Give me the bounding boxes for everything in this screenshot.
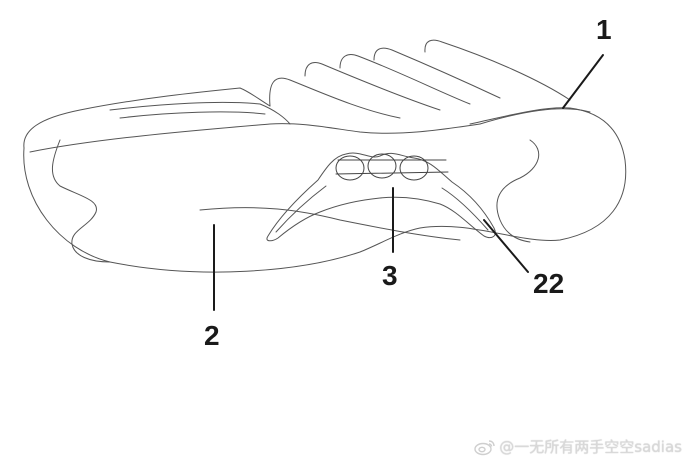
leader-line-1 [562,54,604,109]
watermark: @一无所有两手空空sadias [474,436,682,457]
upper-top-edge [23,87,271,149]
sole-outline [23,107,627,273]
twisted-cable [335,153,449,181]
leader-line-22 [483,219,529,273]
reference-label-3: 3 [382,260,398,291]
watermark-text: @一无所有两手空空sadias [499,438,682,456]
reference-label-1: 1 [596,14,612,45]
reference-label-2: 2 [204,320,220,351]
weibo-icon [474,439,495,455]
reference-label-22: 22 [533,268,565,299]
midfoot-cutout [266,152,496,242]
